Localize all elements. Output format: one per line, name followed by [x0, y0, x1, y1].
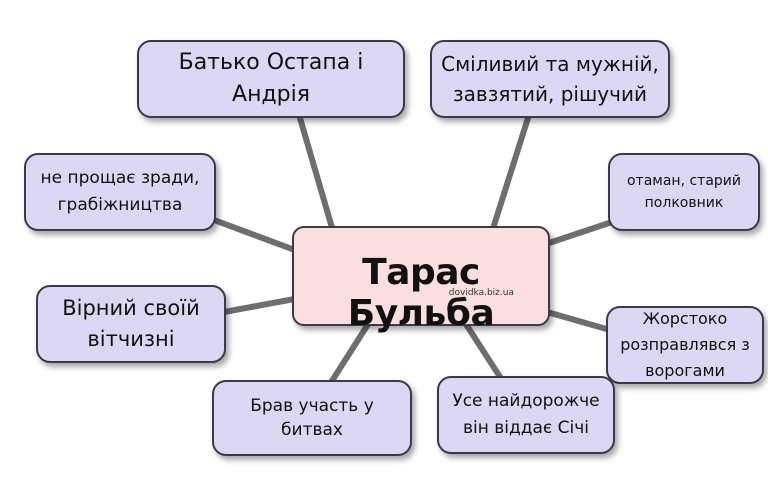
connector-brav: [327, 315, 375, 387]
connector-use: [459, 315, 505, 383]
connector-otaman: [537, 219, 615, 249]
connector-batko: [297, 115, 338, 241]
node-use-naidorozhche: Усе найдорожче він віддає Січі: [437, 376, 615, 454]
node-use-naidorozhche-text: Усе найдорожче він віддає Січі: [452, 391, 600, 438]
connector-virnyi: [221, 295, 303, 315]
connector-smilyvyi: [487, 115, 531, 241]
central-node: Тарас Бульба dovidka.biz.ua: [292, 226, 550, 334]
connector-ne-proshchaie: [211, 217, 303, 255]
node-virnyi-text: Вірний своїй вітчизні: [62, 296, 200, 351]
node-batko-ostapa: Батько Остапа і Андрія: [137, 40, 405, 118]
node-ne-proshchaie: не прощає зради, грабіжництва: [24, 153, 216, 231]
node-brav-uchast: Брав участь у битвах: [212, 380, 412, 456]
connector-zhorstoko: [537, 307, 613, 333]
node-zhorstoko: Жорстоко розправлявся з ворогами: [606, 306, 764, 384]
node-otaman: отаман, старий полковник: [608, 153, 760, 231]
watermark-text: dovidka.biz.ua: [448, 288, 514, 298]
node-batko-ostapa-text: Батько Остапа і Андрія: [178, 50, 364, 107]
central-node-title: Тарас Бульба: [347, 252, 495, 334]
node-ne-proshchaie-text: не прощає зради, грабіжництва: [40, 168, 200, 215]
node-virnyi: Вірний своїй вітчизні: [36, 285, 226, 363]
node-smilyvyi: Сміливий та мужній, завзятий, рішучий: [430, 40, 670, 118]
node-brav-uchast-text: Брав участь у битвах: [250, 396, 374, 440]
node-otaman-text: отаман, старий полковник: [626, 173, 741, 211]
node-zhorstoko-text: Жорстоко розправлявся з ворогами: [620, 309, 750, 380]
node-smilyvyi-text: Сміливий та мужній, завзятий, рішучий: [441, 52, 659, 106]
